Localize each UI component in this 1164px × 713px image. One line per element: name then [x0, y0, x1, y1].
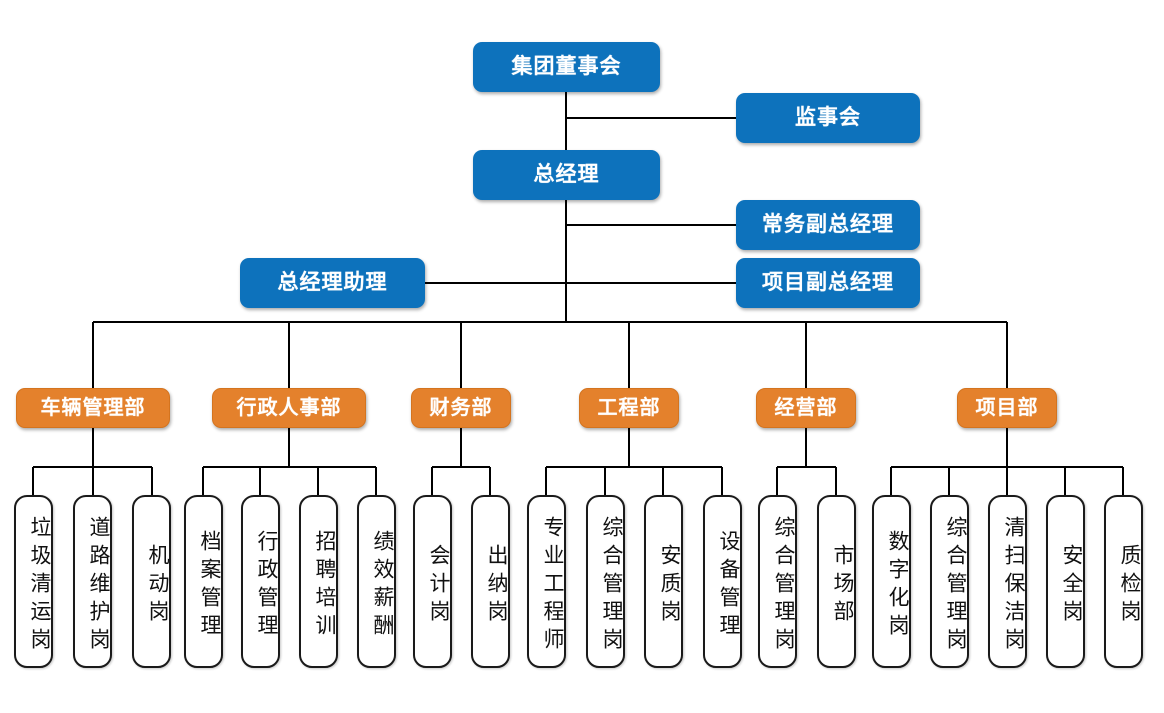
- node-board-of-directors[interactable]: 集团董事会: [473, 42, 660, 92]
- node-label: 综合管理岗: [772, 516, 795, 656]
- node-post-waste-transport[interactable]: 垃圾清运岗: [14, 495, 53, 668]
- node-label: 出纳岗: [485, 544, 508, 628]
- node-general-manager-assistant[interactable]: 总经理助理: [240, 258, 425, 308]
- node-post-road-maintenance[interactable]: 道路维护岗: [73, 495, 112, 668]
- node-label: 机动岗: [146, 544, 169, 628]
- node-label: 监事会: [795, 105, 861, 129]
- node-post-safety[interactable]: 安全岗: [1046, 495, 1085, 668]
- node-label: 车辆管理部: [40, 396, 146, 419]
- node-label: 工程部: [597, 396, 661, 419]
- node-label: 财务部: [429, 396, 493, 419]
- node-post-engineering-comprehensive-management[interactable]: 综合管理岗: [586, 495, 625, 668]
- node-label: 总经理助理: [277, 270, 388, 294]
- node-department-vehicle-management[interactable]: 车辆管理部: [16, 388, 170, 428]
- node-post-operations-comprehensive-management[interactable]: 综合管理岗: [758, 495, 797, 668]
- node-post-recruitment-training[interactable]: 招聘培训: [299, 495, 338, 668]
- node-label: 常务副总经理: [762, 212, 894, 236]
- node-label: 档案管理: [198, 530, 221, 642]
- node-label: 设备管理: [717, 530, 740, 642]
- node-post-cashier[interactable]: 出纳岗: [471, 495, 510, 668]
- node-post-cleaning-sanitation[interactable]: 清扫保洁岗: [988, 495, 1027, 668]
- node-post-records-management[interactable]: 档案管理: [184, 495, 223, 668]
- node-label: 行政人事部: [236, 396, 342, 419]
- node-label: 安质岗: [658, 544, 681, 628]
- node-post-marketing[interactable]: 市场部: [817, 495, 856, 668]
- node-label: 绩效薪酬: [371, 530, 394, 642]
- node-label: 招聘培训: [313, 530, 336, 642]
- node-label: 垃圾清运岗: [28, 516, 51, 656]
- node-post-quality-inspection[interactable]: 质检岗: [1104, 495, 1143, 668]
- node-post-professional-engineer[interactable]: 专业工程师: [527, 495, 566, 668]
- node-post-project-comprehensive-management[interactable]: 综合管理岗: [930, 495, 969, 668]
- node-post-performance-compensation[interactable]: 绩效薪酬: [357, 495, 396, 668]
- node-label: 数字化岗: [886, 530, 909, 642]
- node-supervisory-board[interactable]: 监事会: [736, 93, 920, 143]
- node-department-project[interactable]: 项目部: [957, 388, 1057, 428]
- node-post-safety-quality[interactable]: 安质岗: [644, 495, 683, 668]
- node-label: 市场部: [831, 544, 854, 628]
- node-label: 综合管理岗: [944, 516, 967, 656]
- node-department-administration-hr[interactable]: 行政人事部: [212, 388, 366, 428]
- node-label: 行政管理: [255, 530, 278, 642]
- node-department-finance[interactable]: 财务部: [411, 388, 511, 428]
- node-label: 项目副总经理: [762, 270, 894, 294]
- node-executive-deputy-general-manager[interactable]: 常务副总经理: [736, 200, 920, 250]
- node-post-administrative-management[interactable]: 行政管理: [241, 495, 280, 668]
- node-label: 会计岗: [427, 544, 450, 628]
- node-label: 项目部: [975, 396, 1039, 419]
- node-label: 专业工程师: [541, 516, 564, 656]
- node-post-equipment-management[interactable]: 设备管理: [703, 495, 742, 668]
- node-label: 安全岗: [1060, 544, 1083, 628]
- node-post-accounting[interactable]: 会计岗: [413, 495, 452, 668]
- node-label: 集团董事会: [511, 54, 622, 78]
- node-label: 综合管理岗: [600, 516, 623, 656]
- node-label: 经营部: [774, 396, 838, 419]
- node-post-digitalization[interactable]: 数字化岗: [872, 495, 911, 668]
- node-label: 道路维护岗: [87, 516, 110, 656]
- node-general-manager[interactable]: 总经理: [473, 150, 660, 200]
- node-project-deputy-general-manager[interactable]: 项目副总经理: [736, 258, 920, 308]
- node-department-engineering[interactable]: 工程部: [579, 388, 679, 428]
- node-label: 质检岗: [1118, 544, 1141, 628]
- node-label: 总经理: [533, 162, 600, 186]
- node-department-operations[interactable]: 经营部: [756, 388, 856, 428]
- node-post-mobile-unit[interactable]: 机动岗: [132, 495, 171, 668]
- node-label: 清扫保洁岗: [1002, 516, 1025, 656]
